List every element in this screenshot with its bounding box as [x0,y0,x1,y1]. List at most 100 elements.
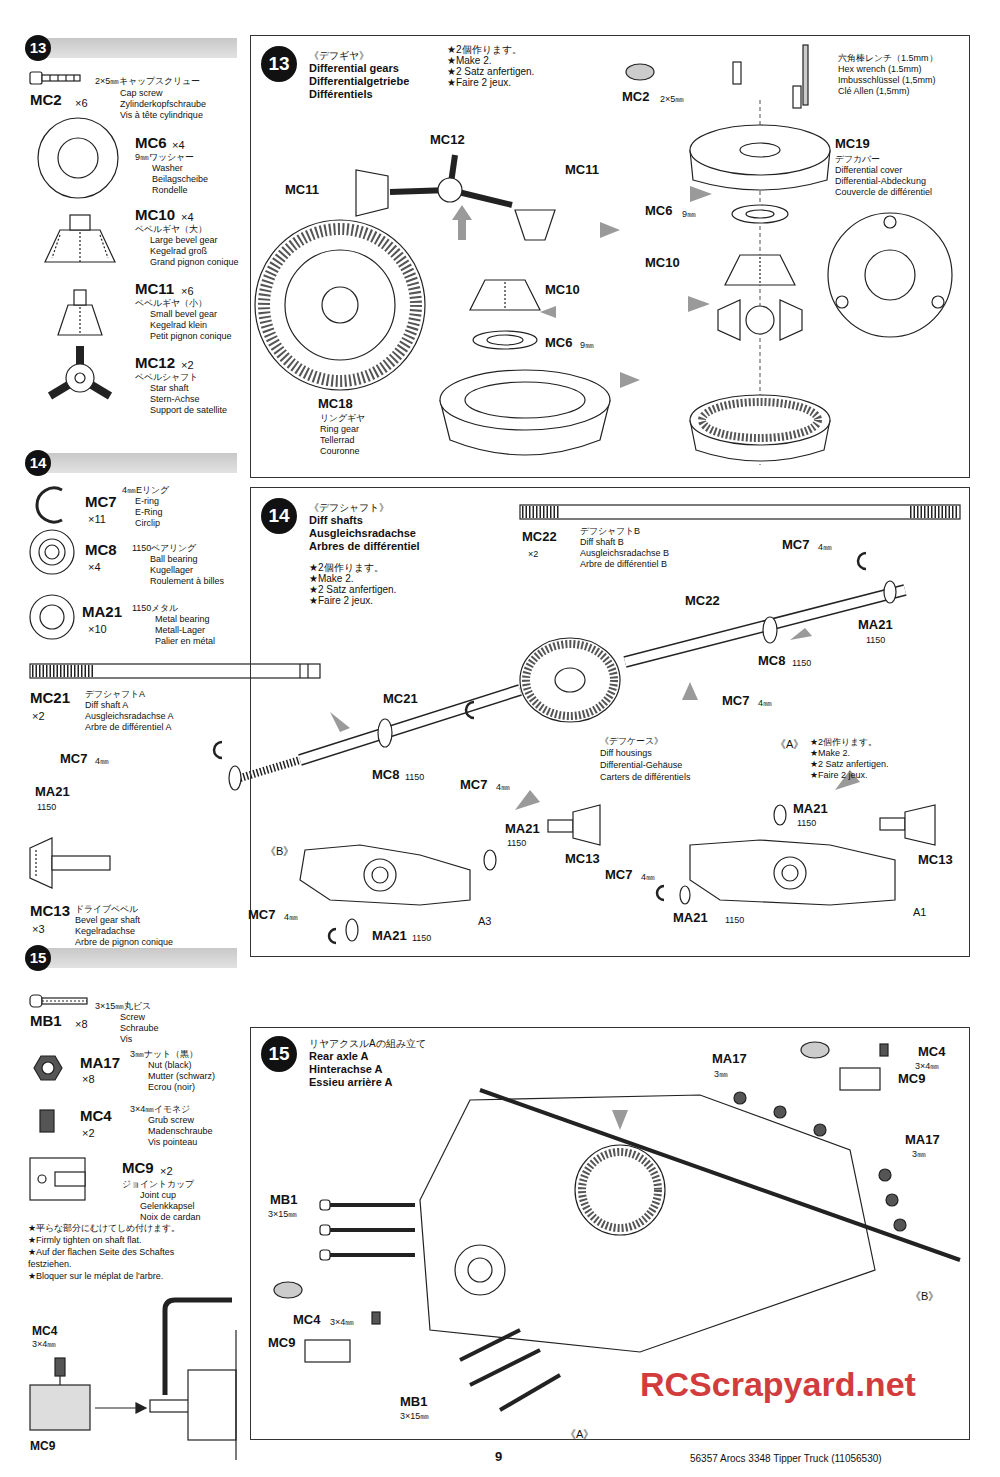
part-note: デフシャフトA [85,690,145,700]
part-note: 4㎜Eリング [122,486,169,496]
joint-cups [274,1282,302,1298]
part-note: Clé Allen (1,5mm) [838,87,910,97]
part-note: ベベルシャフト [135,373,198,383]
part-note: デフシャフトB [580,527,640,537]
part-note: 1150 [37,803,56,813]
metal-bearing [40,605,64,629]
part-code: MA21 [793,802,828,816]
part-note: リングギヤ [320,414,365,424]
diff-assembly [214,742,222,758]
diff-assembly [378,719,392,747]
part-code: MC9 [30,1440,55,1453]
ball-bearing [30,530,74,574]
part-note: 3×15㎜ [268,1210,297,1220]
screws [320,1200,560,1410]
part-note: Diff housings [600,749,652,759]
part-code: MC2 [622,90,649,104]
part-note: A1 [913,906,926,918]
washer [38,118,118,198]
metal-bearing [30,595,74,639]
axle-housing [480,1090,960,1260]
small-bevel-gear [79,307,80,333]
part-code: MA21 [35,785,70,799]
part-note: Vis à tête cylindrique [120,111,203,121]
bevel-gear-shaft [30,838,110,888]
diff-shaft-b [520,505,960,519]
part-note: 1150 [797,819,816,829]
part-note: 4㎜ [818,543,832,553]
part-note: Mutter (schwarz) [148,1072,215,1082]
part-note: 3㎜ [714,1070,728,1080]
part-code: MC8 [372,768,399,782]
part-note: Differential-Gehäuse [600,761,682,771]
assembly-arrow [330,186,860,1130]
part-note: 4㎜ [496,783,510,793]
part-note: Grand pignon conique [150,258,239,268]
part-note: 4㎜ [758,699,772,709]
diff-housing [905,805,935,845]
joint-cup-detail [30,1300,236,1460]
step-title: リヤアクスルAの組み立て [309,1038,426,1049]
part-note: 3㎜ナット（黒） [130,1050,198,1060]
joint-cup-detail [95,1407,138,1408]
diff-housing [782,865,798,881]
part-code: MC10 [135,207,175,224]
nuts [886,1194,898,1206]
gear-housing [470,280,540,310]
part-note: Arbre de pignon conique [75,938,173,948]
bevel-gear-shaft [30,838,52,888]
assembly-arrow [688,296,710,312]
axle-housing [455,1245,505,1295]
diff-assembly [526,644,614,716]
star-shaft [50,346,110,396]
part-note: 4㎜ [641,873,655,883]
diff-shaft-a [299,664,300,678]
part-code: MC7 [782,538,809,552]
e-ring [37,488,62,522]
part-note: Joint cup [140,1191,176,1201]
part-note: 1150 [866,636,885,646]
screws [460,1330,520,1360]
part-note: 1150 [405,773,424,783]
cap-screw [30,72,42,84]
part-note: E-ring [135,497,159,507]
part-note: ★Make 2. [810,749,850,759]
part-note: 1150 [725,916,744,926]
part-note: 《デフケース》 [600,737,663,747]
part-note: ★2個作ります。 [810,738,877,748]
nut [42,1062,54,1074]
diff-housing [300,805,935,943]
exploded-stack [725,255,795,285]
joint-cups [305,1340,350,1362]
part-code: MC6 [645,204,672,218]
ring-gear [285,250,395,360]
part-note: 1150メタル [132,604,178,614]
step-title: 《デフシャフト》 [309,502,389,513]
exploded-stack [702,402,818,438]
part-note: ★平らな部分にむけてしめ付けます。 [28,1224,180,1234]
part-note: ベベルギヤ（小） [135,299,207,309]
part-code: MC4 [32,1325,57,1338]
part-note: Stern-Achse [150,395,200,405]
part-code: MC7 [85,494,117,511]
part-note: Beilagscheibe [152,175,208,185]
part-note: 1150 [412,934,431,944]
joint-cup-detail [59,1376,60,1385]
step-text: ★Make 2. [309,573,354,584]
part-note: Diff shaft B [580,538,624,548]
grub-screw [40,1110,54,1132]
assembly-arrow [600,222,620,238]
screw [30,995,87,1007]
large-bevel-gear [100,235,108,258]
screws [320,1200,330,1210]
part-note: ×6 [181,285,194,297]
step-number-circle: 14 [261,498,297,534]
star-assembly [356,170,388,216]
step-number: 14 [25,450,51,476]
part-note: ×3 [32,923,45,935]
assembly-arrow [620,372,640,388]
part-note: ★Faire 2 jeux. [810,771,868,781]
diff-assembly [240,760,300,778]
part-note: festziehen. [28,1260,72,1270]
part-code: 9 [495,1450,502,1464]
